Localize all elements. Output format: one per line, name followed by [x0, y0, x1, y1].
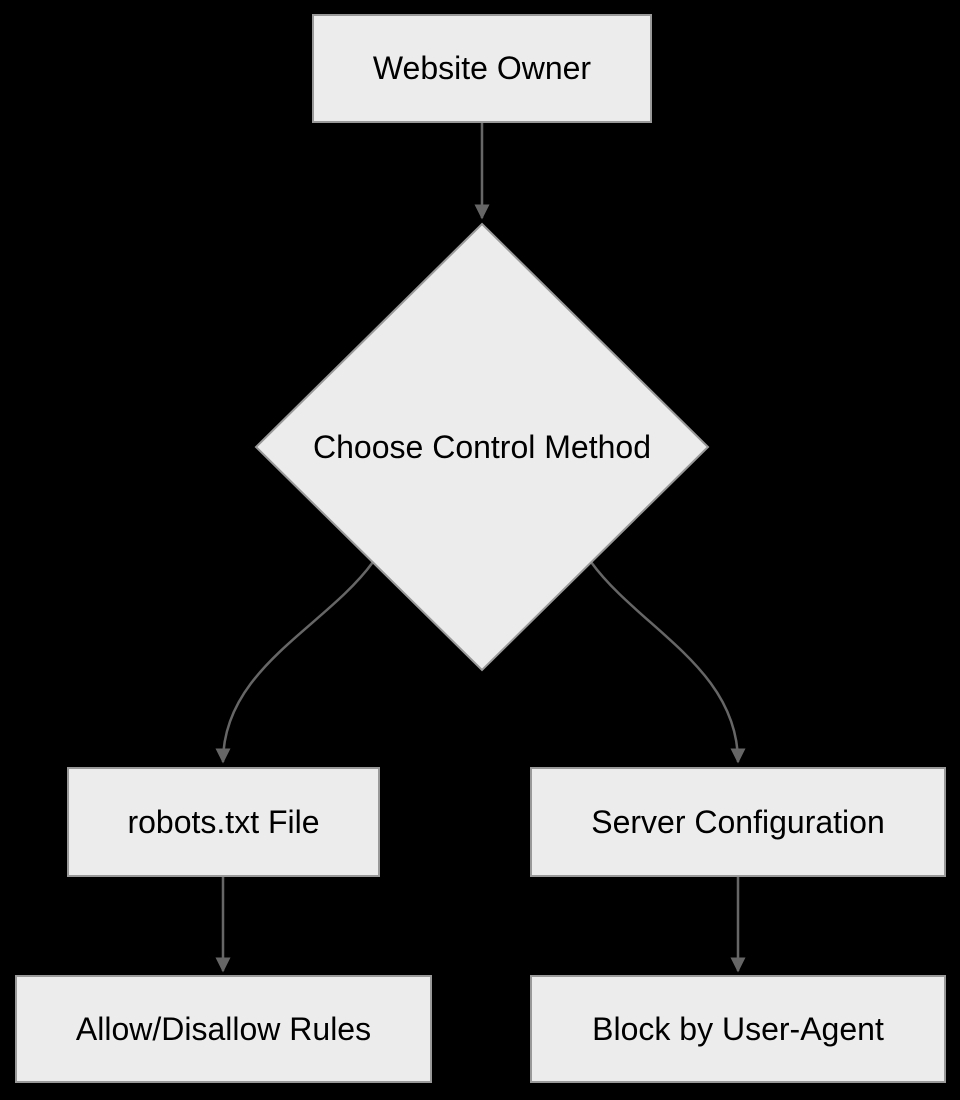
- node-server-configuration: Server Configuration: [530, 767, 946, 877]
- node-server-configuration-label: Server Configuration: [591, 803, 885, 840]
- node-website-owner-label: Website Owner: [372, 50, 592, 87]
- node-website-owner: Website Owner: [312, 14, 652, 123]
- node-block-by-user-agent-label: Block by User-Agent: [592, 1010, 884, 1047]
- edge-choose-to-robots: [215, 561, 375, 764]
- edge-choose-to-server: [589, 561, 746, 764]
- node-robots-txt-file-label: robots.txt File: [127, 803, 320, 840]
- node-allow-disallow-rules: Allow/Disallow Rules: [15, 975, 432, 1083]
- node-allow-disallow-rules-label: Allow/Disallow Rules: [75, 1010, 372, 1047]
- node-block-by-user-agent: Block by User-Agent: [530, 975, 946, 1083]
- decision-diamond-shape: [254, 222, 710, 672]
- node-robots-txt-file: robots.txt File: [67, 767, 380, 877]
